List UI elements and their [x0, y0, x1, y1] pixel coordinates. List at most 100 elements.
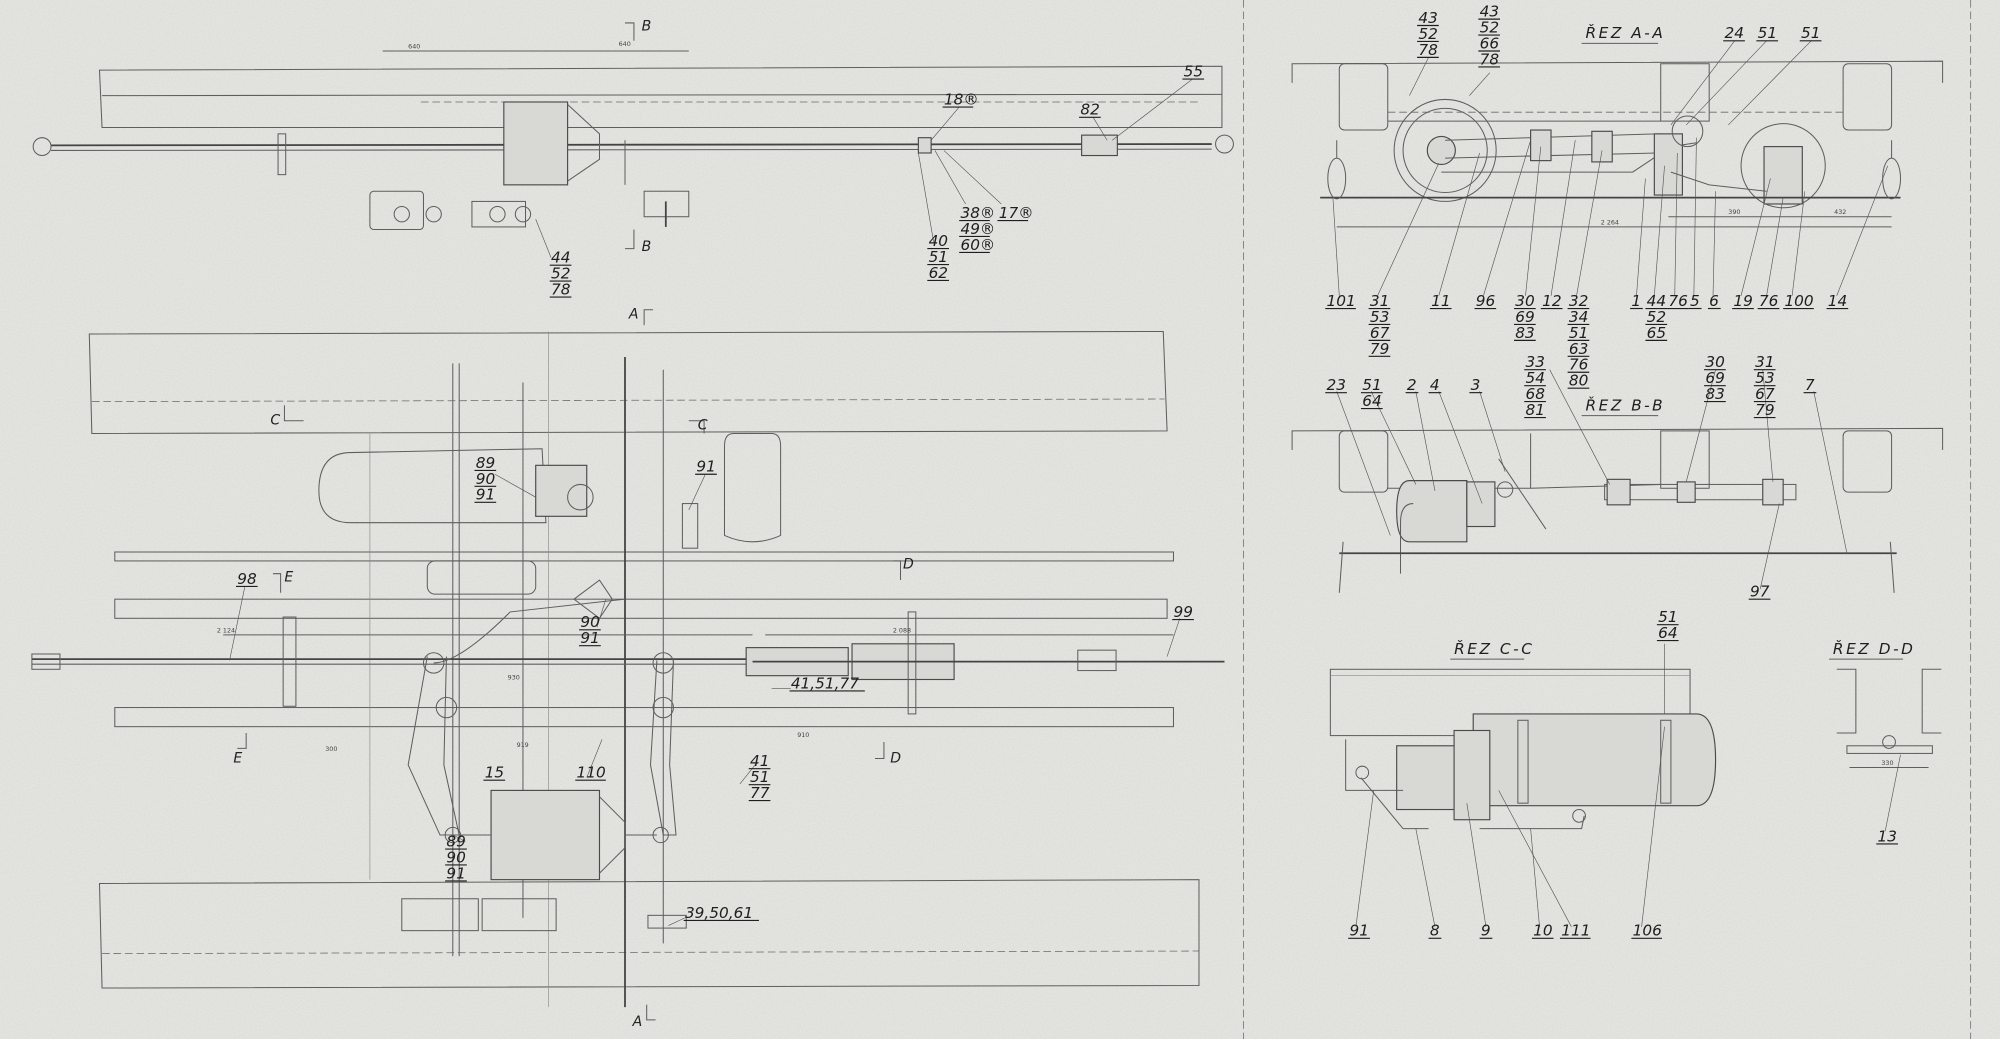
handbrake-box-2	[471, 200, 527, 228]
handbrake-block	[401, 898, 479, 932]
callout-number: 51	[750, 768, 769, 786]
callout-106: 106	[1631, 922, 1662, 940]
longitudinal-member	[1338, 63, 1389, 131]
callout-7: 7	[1803, 376, 1817, 394]
callout-number: 81	[1526, 401, 1545, 419]
wheel-hub	[1426, 135, 1456, 166]
callout-number: 80	[1569, 372, 1588, 390]
callout-number: 63	[1569, 340, 1588, 358]
callout-91: 91	[695, 458, 717, 476]
callout-number: 9	[1481, 922, 1491, 940]
callout-24: 24	[1723, 24, 1745, 42]
bearing-block	[1530, 129, 1552, 162]
callout-number: 23	[1327, 376, 1346, 394]
callout-number: 51	[1569, 324, 1588, 342]
callout-number: 96	[1476, 292, 1496, 310]
callout-number: 4	[1430, 376, 1440, 394]
callout-19: 19	[1732, 292, 1754, 310]
callout-number: 31	[1370, 292, 1389, 310]
brake-cylinder	[490, 789, 601, 881]
dimension-label: 432	[1834, 208, 1846, 216]
bracket	[647, 914, 687, 929]
callout-number: 13	[1878, 827, 1897, 845]
callout-5: 5	[1688, 292, 1702, 310]
dimension-label: 2 088	[893, 626, 911, 634]
dimension-label: 300	[325, 745, 337, 753]
relay-valve	[573, 579, 613, 620]
callout-number: 91	[476, 486, 495, 504]
callout-51: 51	[1799, 24, 1822, 42]
callout-number: 101	[1327, 292, 1356, 310]
callout-number: 90	[446, 848, 465, 866]
rod-eye-right	[1215, 134, 1234, 154]
callout-number: 65	[1647, 324, 1666, 342]
callout-number: 6	[1709, 292, 1719, 310]
section-mark-b: B	[642, 19, 652, 35]
callout-number: 100	[1784, 292, 1813, 310]
gear-wheel	[393, 206, 410, 223]
cross-member	[114, 598, 1168, 619]
callout-1: 1	[1630, 292, 1643, 310]
callout-number: 19	[1733, 292, 1752, 310]
callout-number: 39,50,61	[685, 904, 753, 922]
callout-number: 17®	[999, 204, 1034, 222]
frame-flange-line	[102, 93, 1222, 97]
brake-cylinder-cone	[567, 104, 600, 182]
callout-number: 98	[237, 570, 257, 588]
section-title: ŘEZ B-B	[1585, 396, 1665, 415]
callout-41-51-77: 41,51,77	[789, 674, 865, 692]
callout-number: 83	[1515, 324, 1534, 342]
callout-number: 68	[1526, 385, 1546, 403]
callout-98: 98	[235, 570, 258, 588]
handbrake-wheel	[1393, 98, 1497, 202]
callout-number: 52	[1647, 308, 1666, 326]
callout-number: 51	[929, 248, 948, 266]
brake-cylinder	[503, 101, 569, 186]
callout-number: 78	[1480, 50, 1500, 68]
callout-number: 40	[929, 232, 948, 250]
auxiliary-tank	[426, 560, 537, 595]
callout-23: 23	[1325, 376, 1347, 394]
callout-number: 10	[1533, 922, 1552, 940]
longitudinal-member	[1338, 430, 1389, 493]
linkage-bar	[1604, 483, 1797, 501]
callout-number: 51	[1658, 608, 1677, 626]
callout-number: 5	[1690, 292, 1700, 310]
callout-number: 54	[1526, 369, 1545, 387]
air-reservoir	[318, 448, 547, 524]
callout-number: 83	[1705, 385, 1724, 403]
frame-member-top	[88, 330, 1168, 434]
callout-39-50-61: 39,50,61	[683, 904, 759, 922]
callout-number: 49®	[960, 220, 995, 238]
callout-96: 96	[1474, 292, 1497, 310]
callout-number: 8	[1430, 922, 1440, 940]
callout-number: 53	[1755, 369, 1774, 387]
callout-101: 101	[1325, 292, 1356, 310]
callout-number: 90	[476, 470, 495, 488]
valve	[681, 503, 699, 549]
callout-number: 76	[1759, 292, 1779, 310]
callout-number: 51	[1801, 24, 1820, 42]
callout-number: 77	[750, 784, 770, 802]
callout-number: 12	[1542, 292, 1561, 310]
callout-number: 7	[1805, 376, 1815, 394]
section-title: ŘEZ C-C	[1454, 639, 1534, 658]
callout-number: 34	[1569, 308, 1588, 326]
callout-13: 13	[1876, 827, 1898, 845]
callout-number: 24	[1724, 24, 1743, 42]
callout-11: 11	[1429, 292, 1452, 310]
gear-wheel	[514, 206, 532, 223]
callout-8: 8	[1428, 922, 1442, 940]
callout-76: 76	[1667, 292, 1689, 310]
air-reservoir	[1396, 480, 1468, 543]
callout-111: 111	[1559, 922, 1591, 940]
frame-profile	[1291, 427, 1944, 451]
callout-number: 52	[1480, 19, 1499, 37]
